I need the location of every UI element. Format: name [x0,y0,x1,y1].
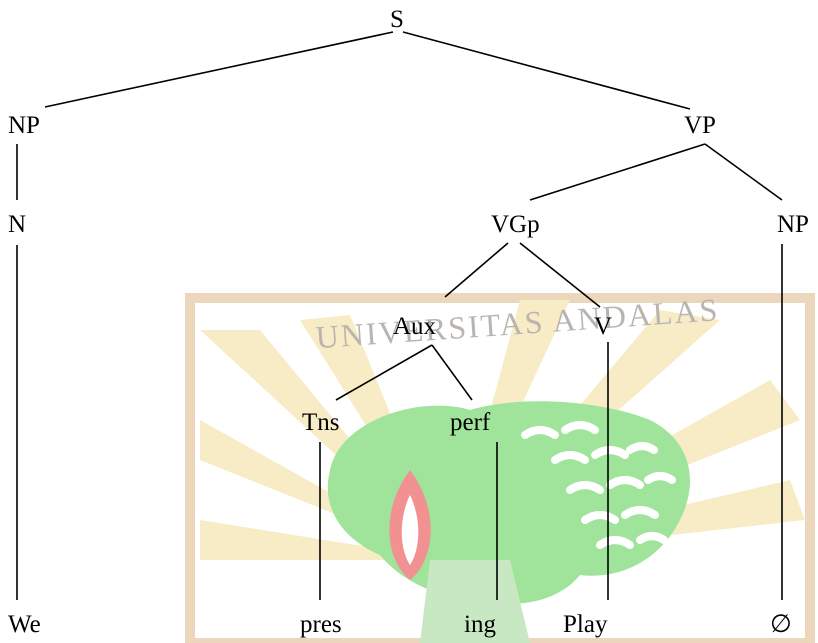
edge-s-np [44,31,394,108]
leaf-play: Play [563,611,608,638]
node-tns: Tns [302,409,340,436]
tree-nodes: S NP VP N VGp NP Aux V Tns perf We pres … [8,6,809,638]
node-np-subject: NP [8,112,40,139]
node-aux: Aux [393,313,437,340]
edge-aux-perf [431,344,473,401]
edge-vgp-v [519,242,601,308]
watermark-leaves [521,421,676,549]
edge-s-vp [402,31,691,110]
edge-vp-vgp [529,143,706,201]
node-n: N [8,211,26,238]
leaf-null: ∅ [770,611,792,638]
node-np-object: NP [777,211,809,238]
university-logo-watermark: UNIVERSITAS ANDALAS [185,291,815,643]
node-s: S [390,6,404,33]
watermark-flame-inner [401,495,419,565]
node-perf: perf [450,409,491,436]
node-v: V [594,313,612,340]
tree-edges [16,31,783,600]
watermark-frame [185,293,815,643]
node-vgp: VGp [491,211,540,238]
edge-aux-tns [335,344,433,401]
leaf-pres: pres [300,611,342,638]
leaf-we: We [8,611,41,638]
watermark-trunk [420,560,530,643]
leaf-ing: ing [464,611,496,638]
node-vp: VP [684,112,716,139]
edge-vgp-aux [444,242,509,298]
edge-vp-np [704,143,783,201]
